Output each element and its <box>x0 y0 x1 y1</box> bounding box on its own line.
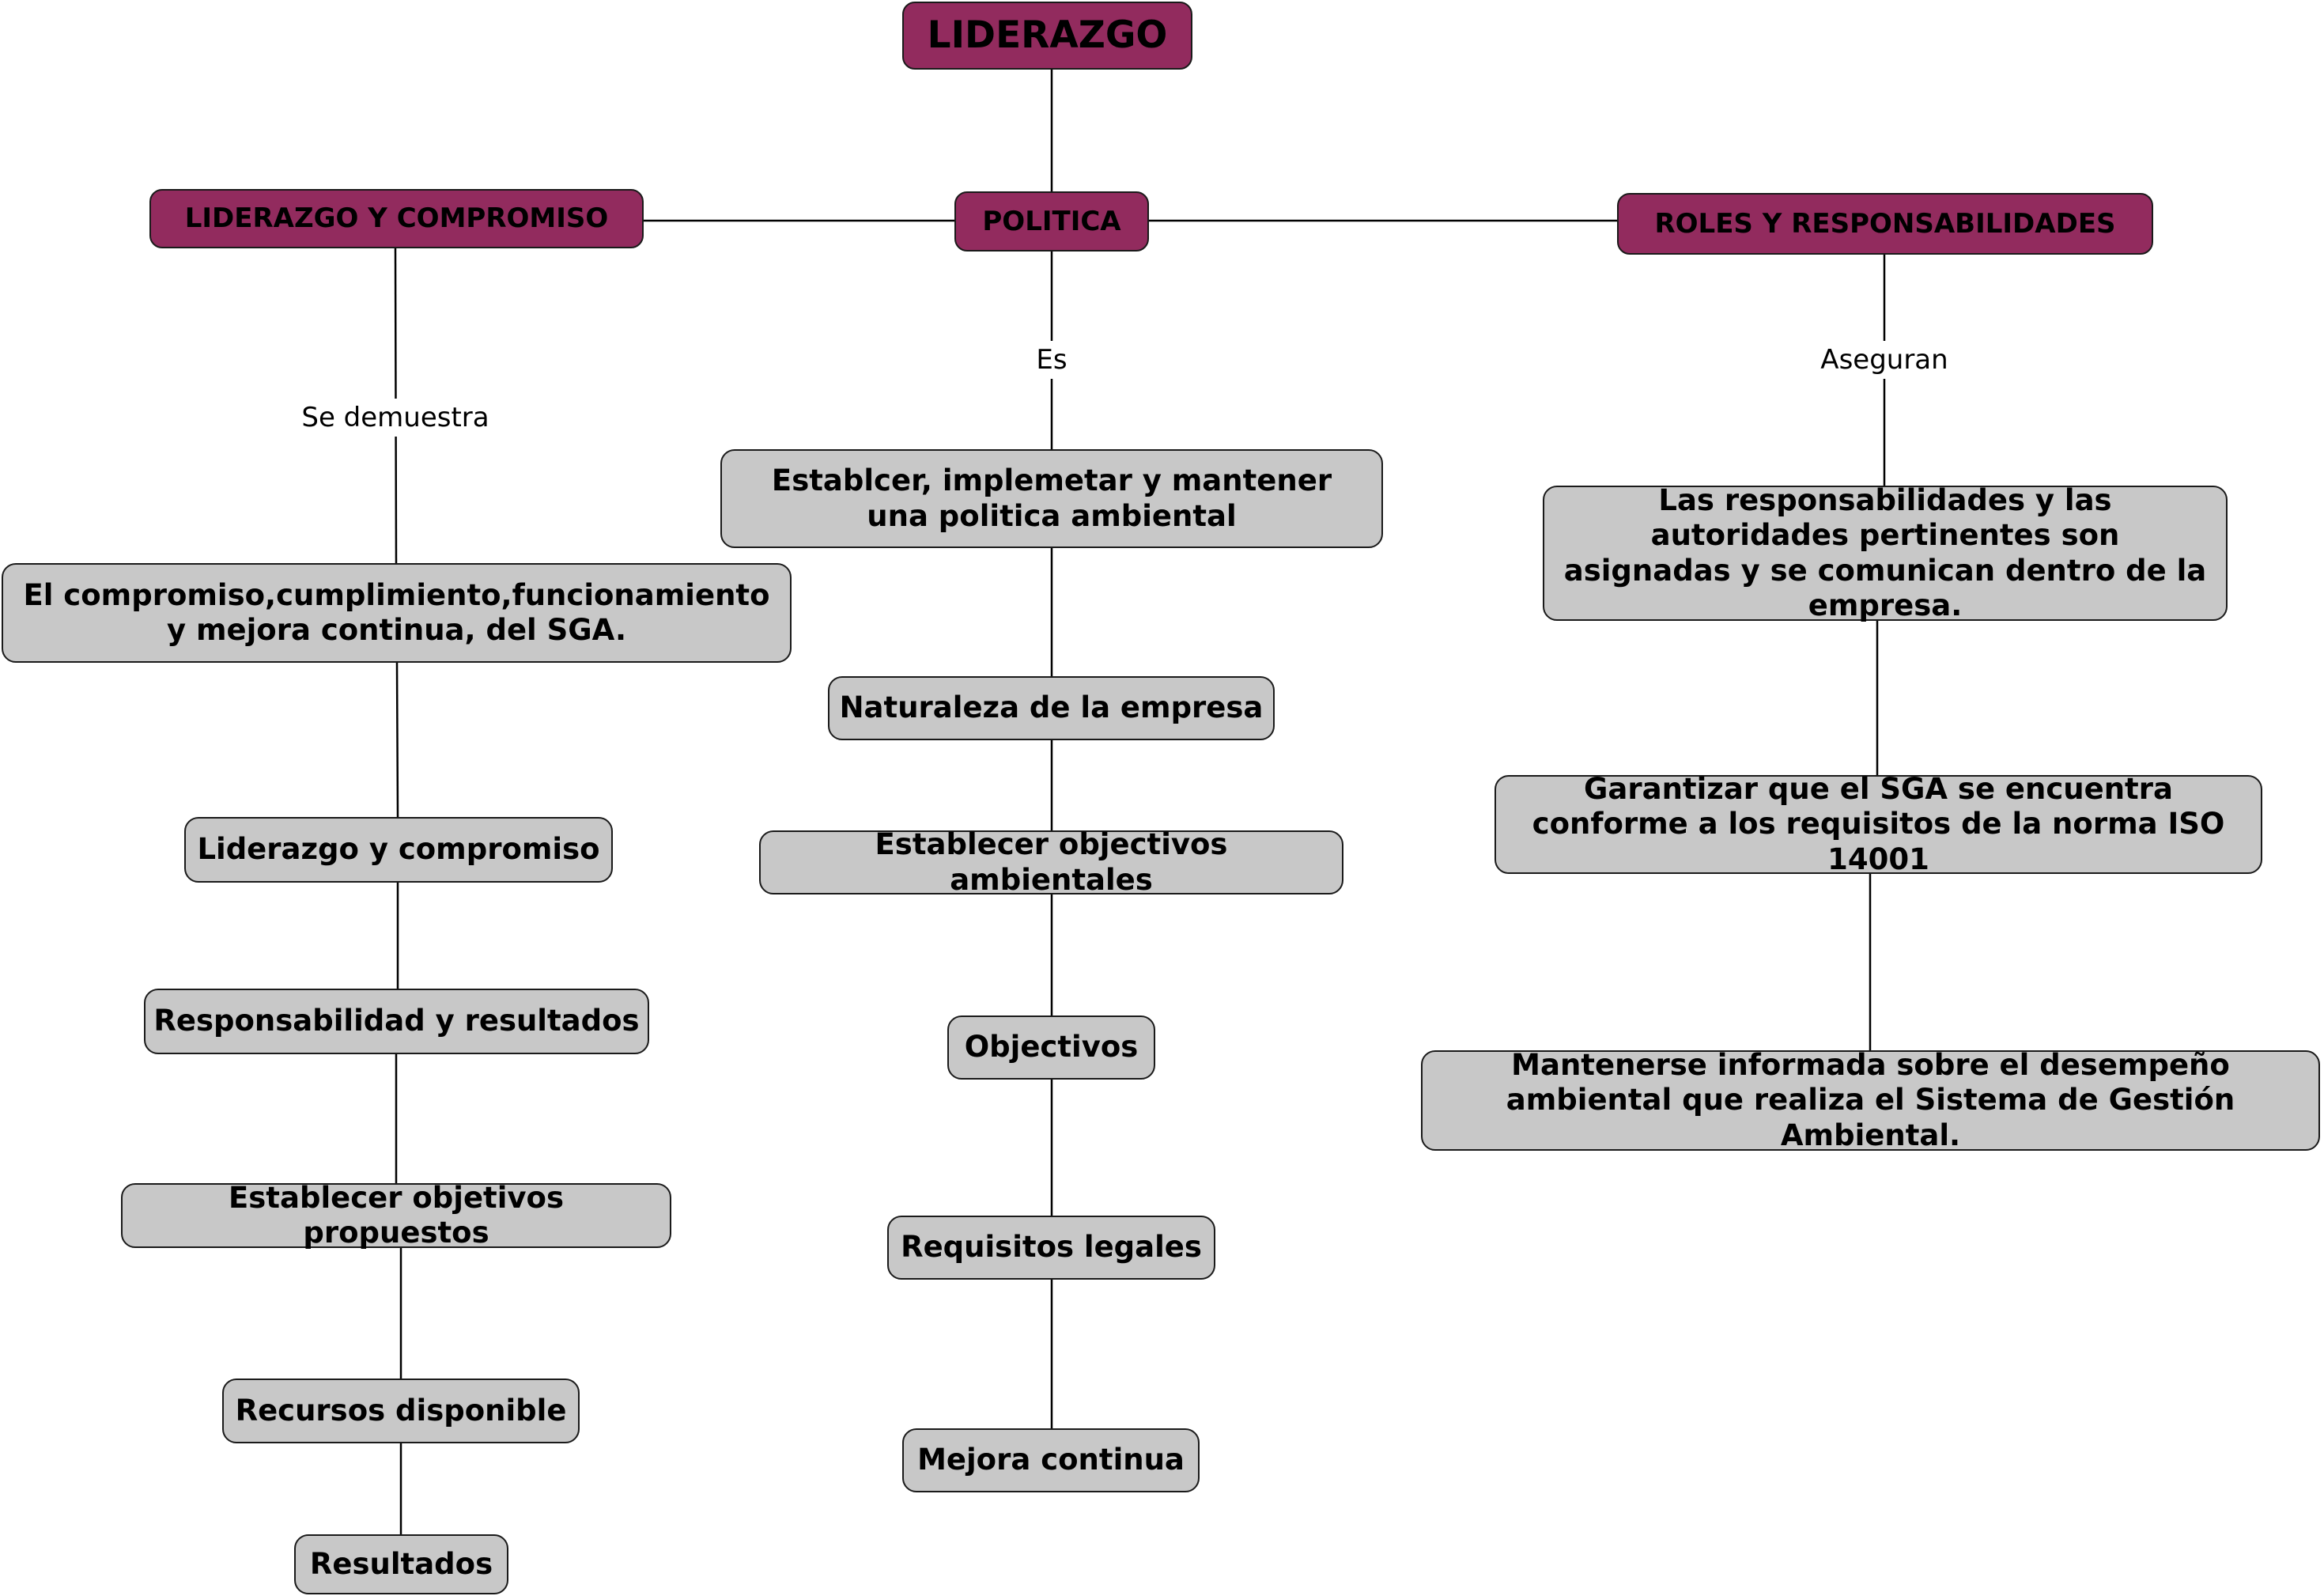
root-node: LIDERAZGO <box>902 2 1192 70</box>
node-garantizar-sga: Garantizar que el SGA se encuentra confo… <box>1495 772 2262 876</box>
node-liderazgo-y-compromiso-header: LIDERAZGO Y COMPROMISO <box>149 189 644 248</box>
node-objectivos: Objectivos <box>947 1015 1155 1080</box>
node-compromiso-sga: El compromiso,cumplimiento,funcionamient… <box>2 563 792 663</box>
node-resultados: Resultados <box>294 1534 508 1594</box>
node-establecer-objetivos-propuestos: Establecer objetivos propuestos <box>121 1181 671 1250</box>
node-establecer-objectivos-ambientales: Establecer objectivos ambientales <box>759 827 1343 897</box>
node-mantenerse-informada: Mantenerse informada sobre el desempeño … <box>1421 1048 2320 1152</box>
node-roles-header: ROLES Y RESPONSABILIDADES <box>1617 193 2153 255</box>
edge-label-se-demuestra: Se demuestra <box>297 399 494 437</box>
edge-label-aseguran: Aseguran <box>1816 341 1953 379</box>
node-politica-header: POLITICA <box>954 191 1149 252</box>
node-requisitos-legales: Requisitos legales <box>887 1216 1215 1280</box>
node-responsabilidades-autoridades: Las responsabilidades y las autoridades … <box>1543 483 2228 622</box>
node-mejora-continua: Mejora continua <box>902 1428 1200 1492</box>
node-recursos-disponible: Recursos disponible <box>222 1379 580 1443</box>
node-establecer-politica: Establcer, implemetar y mantener una pol… <box>720 449 1383 548</box>
edge-label-es: Es <box>1031 341 1072 379</box>
node-liderazgo-compromiso: Liderazgo y compromiso <box>184 817 613 883</box>
node-naturaleza-empresa: Naturaleza de la empresa <box>828 676 1275 740</box>
edge-sga-liderazgo <box>395 662 399 818</box>
node-responsabilidad-resultados: Responsabilidad y resultados <box>144 989 649 1054</box>
